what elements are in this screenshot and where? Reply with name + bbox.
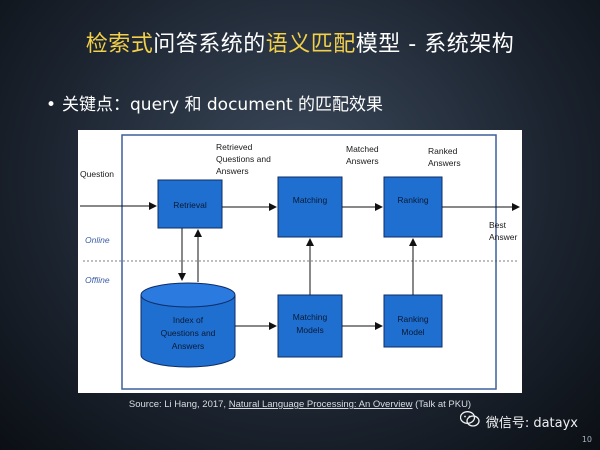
title-part-2: 问答系统的	[153, 32, 266, 57]
wechat-label: 微信号: datayx	[485, 415, 578, 431]
ranked-label-1: Ranked	[428, 146, 458, 156]
diagram-svg: Online Offline Question Retrieved Questi…	[80, 134, 520, 390]
matched-label-1: Matched	[346, 144, 379, 154]
ranking-box	[383, 176, 443, 238]
title-part-4: 模型 - 系统架构	[355, 32, 515, 57]
retrieval-box	[157, 179, 223, 229]
retrieved-label-2: Questions and	[216, 154, 271, 164]
source-caption: Source: Li Hang, 2017, Natural Language …	[0, 399, 600, 410]
index-label-2: Questions and	[161, 328, 216, 338]
index-database-icon	[140, 282, 236, 368]
bullet-text: 关键点：query 和 document 的匹配效果	[62, 95, 384, 115]
best-label-1: Best	[489, 220, 507, 230]
matching-models-label-2: Models	[296, 325, 323, 335]
system-frame	[121, 134, 497, 390]
matching-box-label: Matching	[293, 195, 328, 205]
title-part-1: 检索式	[85, 32, 154, 57]
ranking-model-box	[383, 294, 443, 348]
ranking-box-label: Ranking	[397, 195, 428, 205]
retrieved-label-3: Answers	[216, 166, 249, 176]
title-part-3: 语义匹配	[265, 32, 356, 57]
caption-source-link[interactable]: Natural Language Processing: An Overview	[228, 399, 413, 410]
bullet-point: •关键点：query 和 document 的匹配效果	[46, 90, 383, 115]
bullet-dot-icon: •	[46, 95, 57, 115]
matching-box	[277, 176, 343, 238]
ranking-model-label-1: Ranking	[397, 314, 428, 324]
wechat-watermark: 微信号: datayx	[459, 411, 578, 431]
caption-suffix: (Talk at PKU)	[412, 399, 472, 410]
matching-models-label-1: Matching	[293, 312, 328, 322]
matched-label-2: Answers	[346, 156, 379, 166]
index-label-3: Answers	[172, 341, 205, 351]
ranking-model-label-2: Model	[401, 327, 424, 337]
online-label: Online	[85, 235, 110, 245]
question-label: Question	[80, 169, 114, 179]
page-number: 10	[581, 435, 592, 444]
slide-title: 检索式问答系统的语义匹配模型 - 系统架构	[0, 26, 600, 58]
caption-prefix: Source: Li Hang, 2017,	[128, 399, 229, 410]
ranked-label-2: Answers	[428, 158, 461, 168]
wechat-icon	[459, 411, 480, 431]
index-label-1: Index of	[173, 315, 204, 325]
retrieval-box-label: Retrieval	[173, 200, 207, 210]
offline-label: Offline	[85, 275, 110, 285]
best-label-2: Answer	[489, 232, 518, 242]
architecture-diagram: Online Offline Question Retrieved Questi…	[78, 130, 522, 393]
retrieved-label-1: Retrieved	[216, 142, 253, 152]
